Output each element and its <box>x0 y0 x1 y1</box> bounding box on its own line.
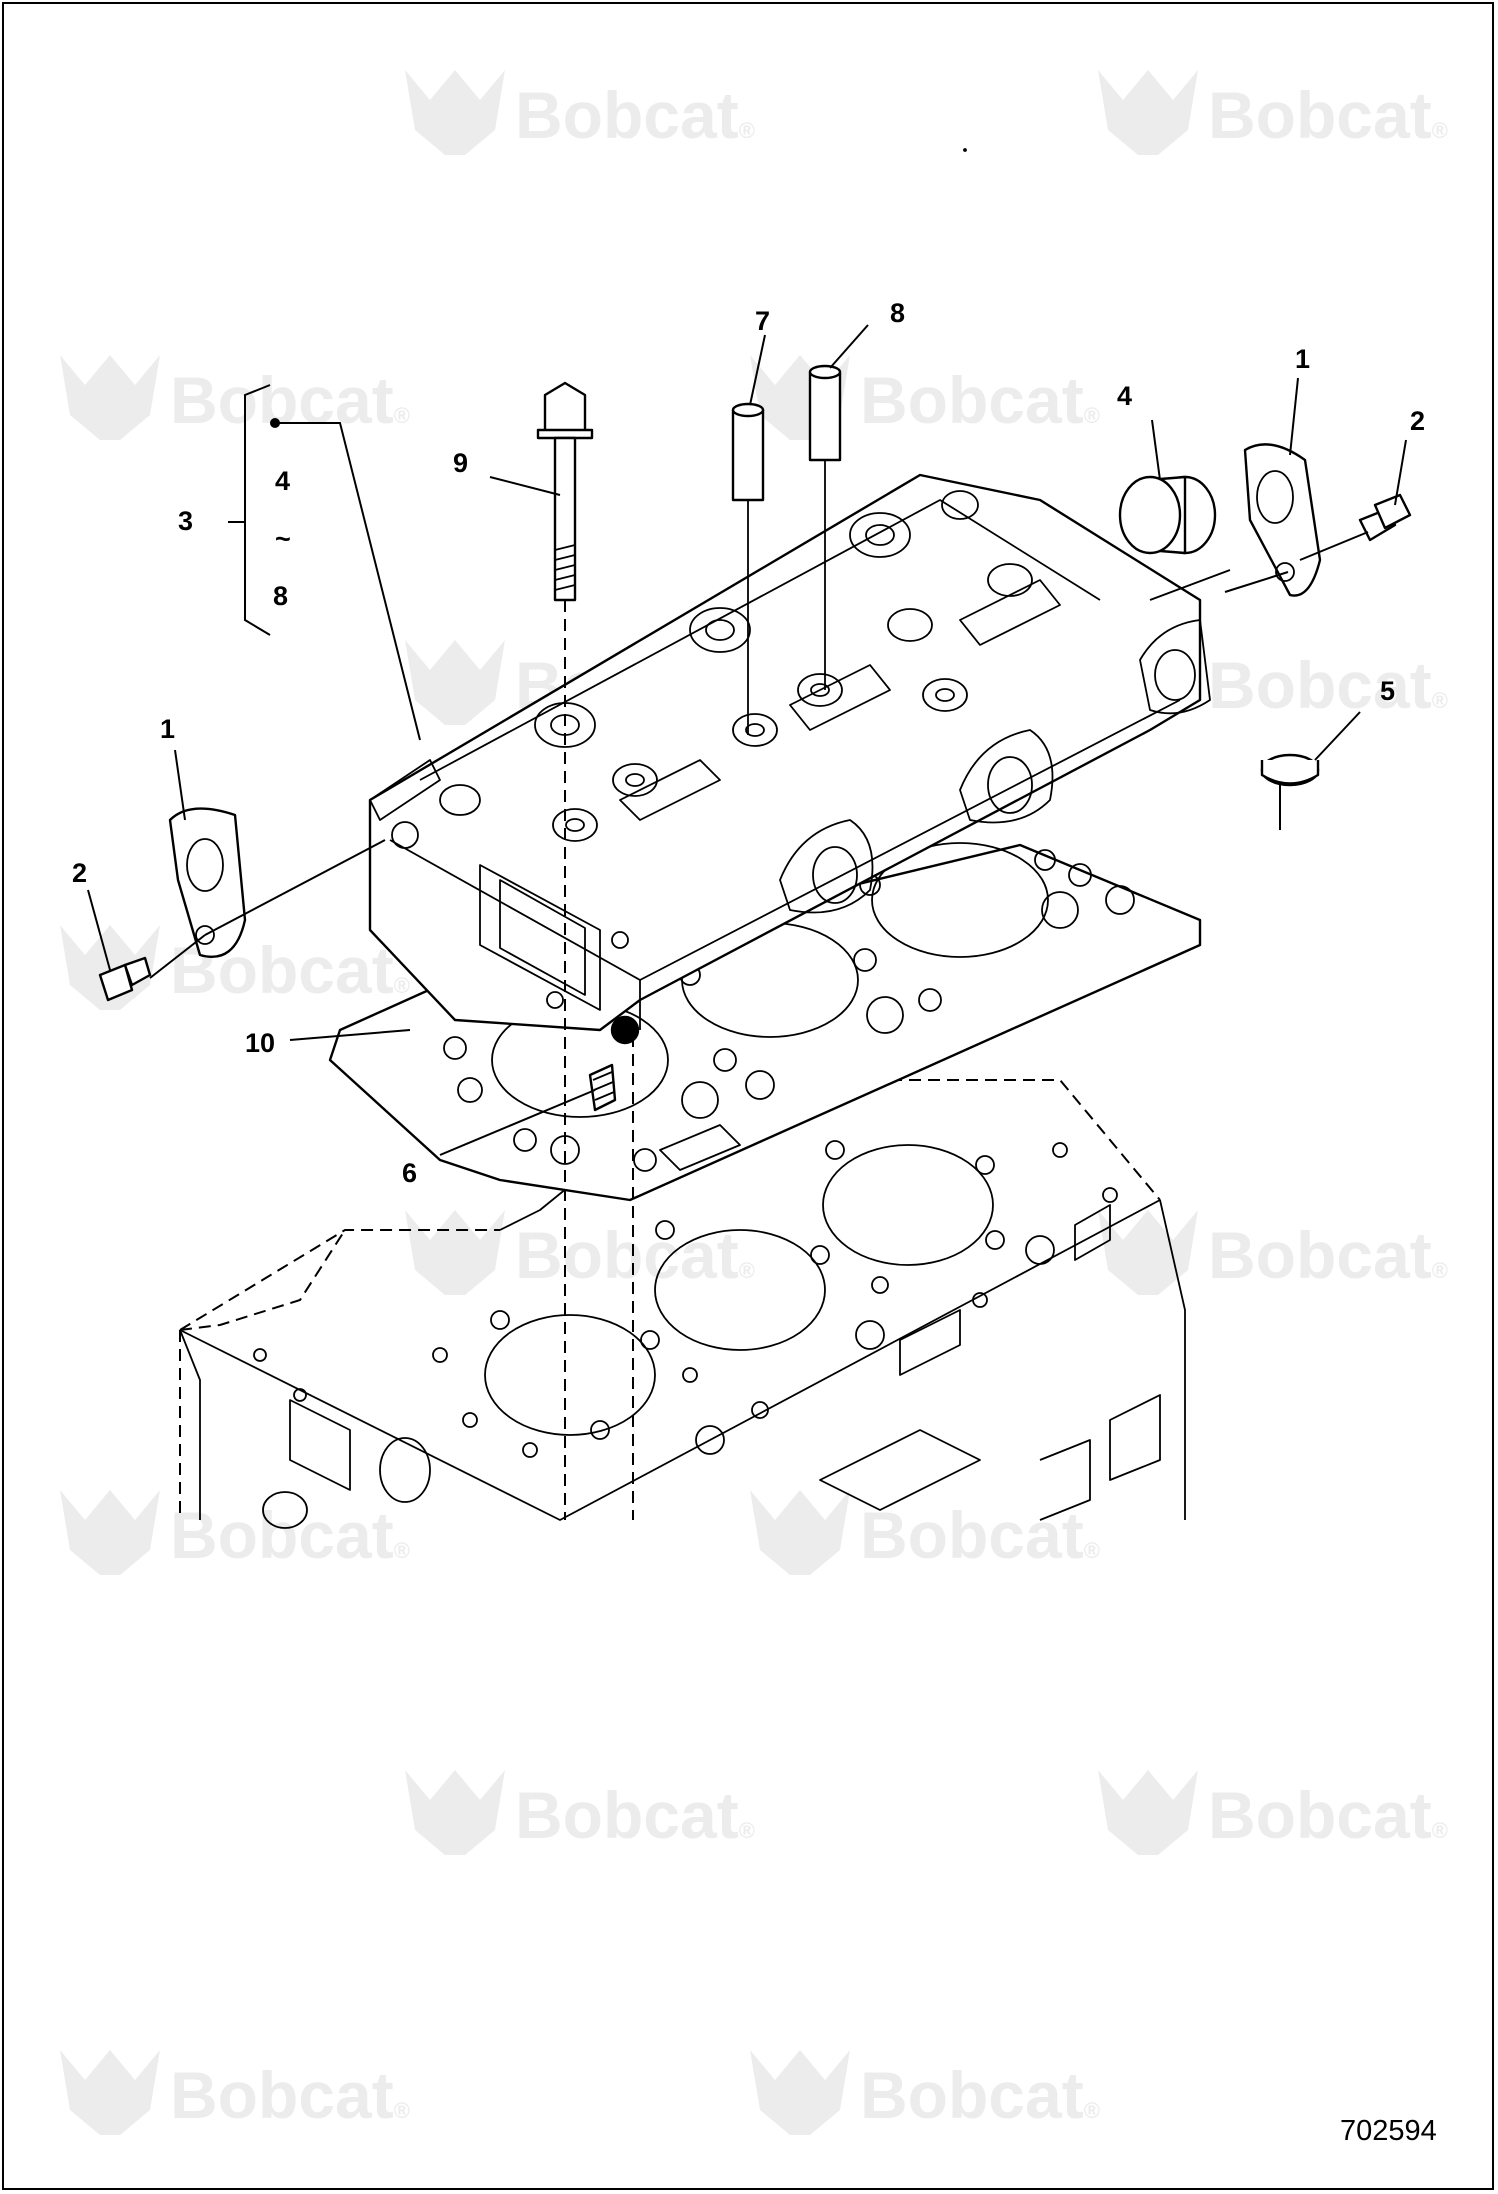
watermark-layer: Bobcat® Bobcat® Bobcat® Bobcat® Bobcat® … <box>60 70 1448 2135</box>
head-bolt <box>536 381 594 1520</box>
figure-id: 702594 <box>1340 2115 1437 2147</box>
valve-guide-8 <box>808 364 842 690</box>
watermark-11: Bobcat® <box>60 1490 410 1575</box>
head-ports <box>439 148 1033 842</box>
engine-block <box>179 1079 1186 1529</box>
watermark-text: Bobcat® <box>1208 1218 1448 1292</box>
watermark-9: Bobcat® <box>405 1210 755 1295</box>
watermark-registered-mark: ® <box>1432 1818 1448 1843</box>
watermark-registered-mark: ® <box>394 1538 410 1563</box>
watermark-registered-mark: ® <box>739 118 755 143</box>
watermark-12: Bobcat® <box>750 1490 1100 1575</box>
flange-plate-left <box>168 807 247 958</box>
watermark-10: Bobcat® <box>1098 1210 1448 1295</box>
callout-2-left: 2 <box>72 858 87 888</box>
watermark-registered-mark: ® <box>394 403 410 428</box>
watermark-3: Bobcat® <box>60 355 410 440</box>
callout-4-range: 4 <box>275 466 290 496</box>
watermark-registered-mark: ® <box>739 1818 755 1843</box>
callout-4-right: 4 <box>1117 381 1132 411</box>
watermark-registered-mark: ® <box>394 973 410 998</box>
watermark-registered-mark: ® <box>1084 403 1100 428</box>
watermark-registered-mark: ® <box>394 2098 410 2123</box>
watermark-text: Bobcat® <box>515 78 755 152</box>
watermark-text: Bobcat® <box>515 1778 755 1852</box>
watermark-text: Bobcat® <box>1208 78 1448 152</box>
watermark-text: Bobcat® <box>860 363 1100 437</box>
watermark-text: Bobcat® <box>860 2058 1100 2132</box>
watermark-16: Bobcat® <box>750 2050 1100 2135</box>
callout-8-top: 8 <box>890 298 905 328</box>
watermark-text: Bobcat® <box>170 363 410 437</box>
plug-cap-4 <box>1118 475 1217 555</box>
watermark-4: Bobcat® <box>750 355 1100 440</box>
watermark-registered-mark: ® <box>1432 688 1448 713</box>
watermark-text: Bobcat® <box>515 1218 755 1292</box>
flange-plate-right <box>1243 443 1322 597</box>
watermark-registered-mark: ® <box>1084 1538 1100 1563</box>
callout-6: 6 <box>402 1158 417 1188</box>
stud-6 <box>588 1063 617 1112</box>
cylinder-bore-1 <box>484 1314 656 1436</box>
plug-bolt-left <box>98 956 152 1002</box>
callout-5: 5 <box>1380 676 1395 706</box>
watermark-text: Bobcat® <box>170 1498 410 1572</box>
watermark-1: Bobcat® <box>405 70 755 155</box>
valve-guide-7 <box>731 402 765 735</box>
watermark-13: Bobcat® <box>405 1770 755 1855</box>
plug-cap-5 <box>1260 753 1320 787</box>
callout-2-right: 2 <box>1410 406 1425 436</box>
cylinder-bore-3 <box>822 1144 994 1266</box>
callout-10: 10 <box>245 1028 275 1058</box>
plug-bolt-right <box>1358 493 1412 542</box>
watermark-text: Bobcat® <box>860 1498 1100 1572</box>
watermark-registered-mark: ® <box>739 1258 755 1283</box>
callout-range-tilde: ~ <box>275 524 291 554</box>
watermark-text: Bobcat® <box>1208 1778 1448 1852</box>
watermark-14: Bobcat® <box>1098 1770 1448 1855</box>
watermark-15: Bobcat® <box>60 2050 410 2135</box>
watermark-2: Bobcat® <box>1098 70 1448 155</box>
leader-lines <box>87 324 1407 1520</box>
cylinder-bore-2 <box>654 1229 826 1351</box>
callout-1-left: 1 <box>160 714 175 744</box>
watermark-registered-mark: ® <box>1432 118 1448 143</box>
callout-labels: 1 2 4 5 7 8 9 3 4 ~ 8 1 2 10 6 <box>72 298 1425 1188</box>
callout-8-range: 8 <box>273 581 288 611</box>
callout-7: 7 <box>755 306 770 336</box>
watermark-text: Bobcat® <box>1208 648 1448 722</box>
callout-9: 9 <box>453 448 468 478</box>
cylinder-head <box>368 148 1211 1045</box>
watermark-registered-mark: ® <box>1084 2098 1100 2123</box>
block-bolt-holes <box>253 1140 1118 1458</box>
callout-1-right: 1 <box>1295 344 1310 374</box>
watermark-text: Bobcat® <box>170 2058 410 2132</box>
callout-3: 3 <box>178 506 193 536</box>
watermark-registered-mark: ® <box>1432 1258 1448 1283</box>
